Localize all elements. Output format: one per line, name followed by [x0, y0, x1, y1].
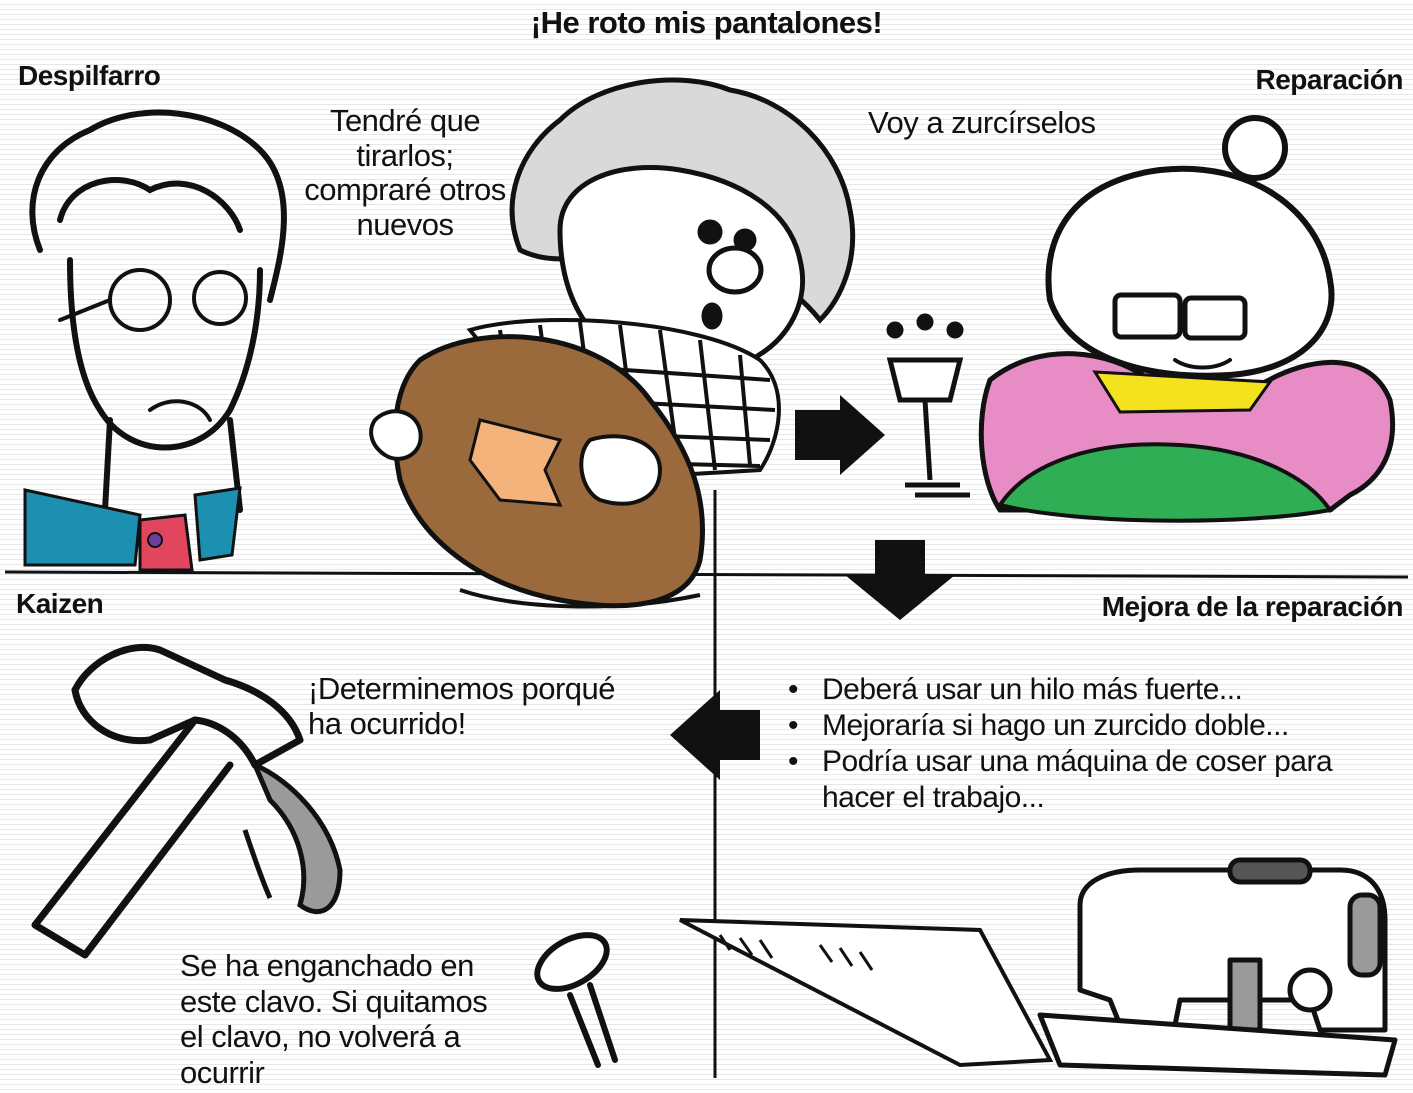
tie-dot: [147, 532, 163, 548]
arrow-down: [845, 540, 955, 620]
label-reparacion: Reparación: [1255, 64, 1404, 95]
shadow-under-trousers: [459, 588, 701, 609]
collar-right: [193, 486, 242, 562]
list-item: Podría usar una máquina de coser para ha…: [784, 744, 1394, 816]
collar-left: [23, 488, 142, 567]
label-mejora-reparacion: Mejora de la reparación: [1101, 591, 1404, 622]
pincushion-stand: [886, 313, 970, 498]
label-kaizen: Kaizen: [16, 588, 104, 619]
hands: [369, 409, 663, 506]
list-item: Mejoraría si hago un zurcido doble...: [784, 708, 1394, 744]
yellow-bib: [1092, 370, 1273, 414]
fabric-hatching: [718, 934, 874, 971]
speech-determinemos: ¡Determinemos porqué ha ocurrido!: [308, 671, 616, 741]
sewing-machine: [1037, 857, 1398, 1078]
center-man-face: [557, 165, 806, 373]
hammer-claw-inner: [242, 829, 273, 900]
hammer-claw: [250, 760, 343, 915]
arrow-left: [670, 690, 760, 780]
improvement-list: Deberá usar un hilo más fuerte... Mejora…: [784, 672, 1394, 816]
label-despilfarro: Despilfarro: [18, 60, 161, 91]
trouser-tear: [468, 418, 563, 507]
speech-zurcirselos: Voy a zurcírselos: [868, 105, 1096, 140]
nail: [534, 932, 618, 1068]
page-title: ¡He roto mis pantalones!: [530, 5, 883, 40]
tie: [138, 513, 194, 572]
fabric-sheet: [679, 918, 1054, 1068]
green-fabric: [996, 442, 1334, 523]
arrow-right: [795, 395, 885, 475]
list-item: Deberá usar un hilo más fuerte...: [784, 672, 1394, 708]
grandmother-head: [1045, 115, 1335, 379]
kaizen-explanation: Se ha enganchado en este clavo. Si quita…: [180, 948, 488, 1090]
hammer: [31, 643, 304, 959]
horizontal-divider: [4, 570, 1409, 579]
speech-tirarlos: Tendré que tirarlos; compraré otros nuev…: [304, 103, 506, 243]
torn-trousers: [392, 334, 705, 609]
wasteful-man-figure: [29, 109, 287, 513]
